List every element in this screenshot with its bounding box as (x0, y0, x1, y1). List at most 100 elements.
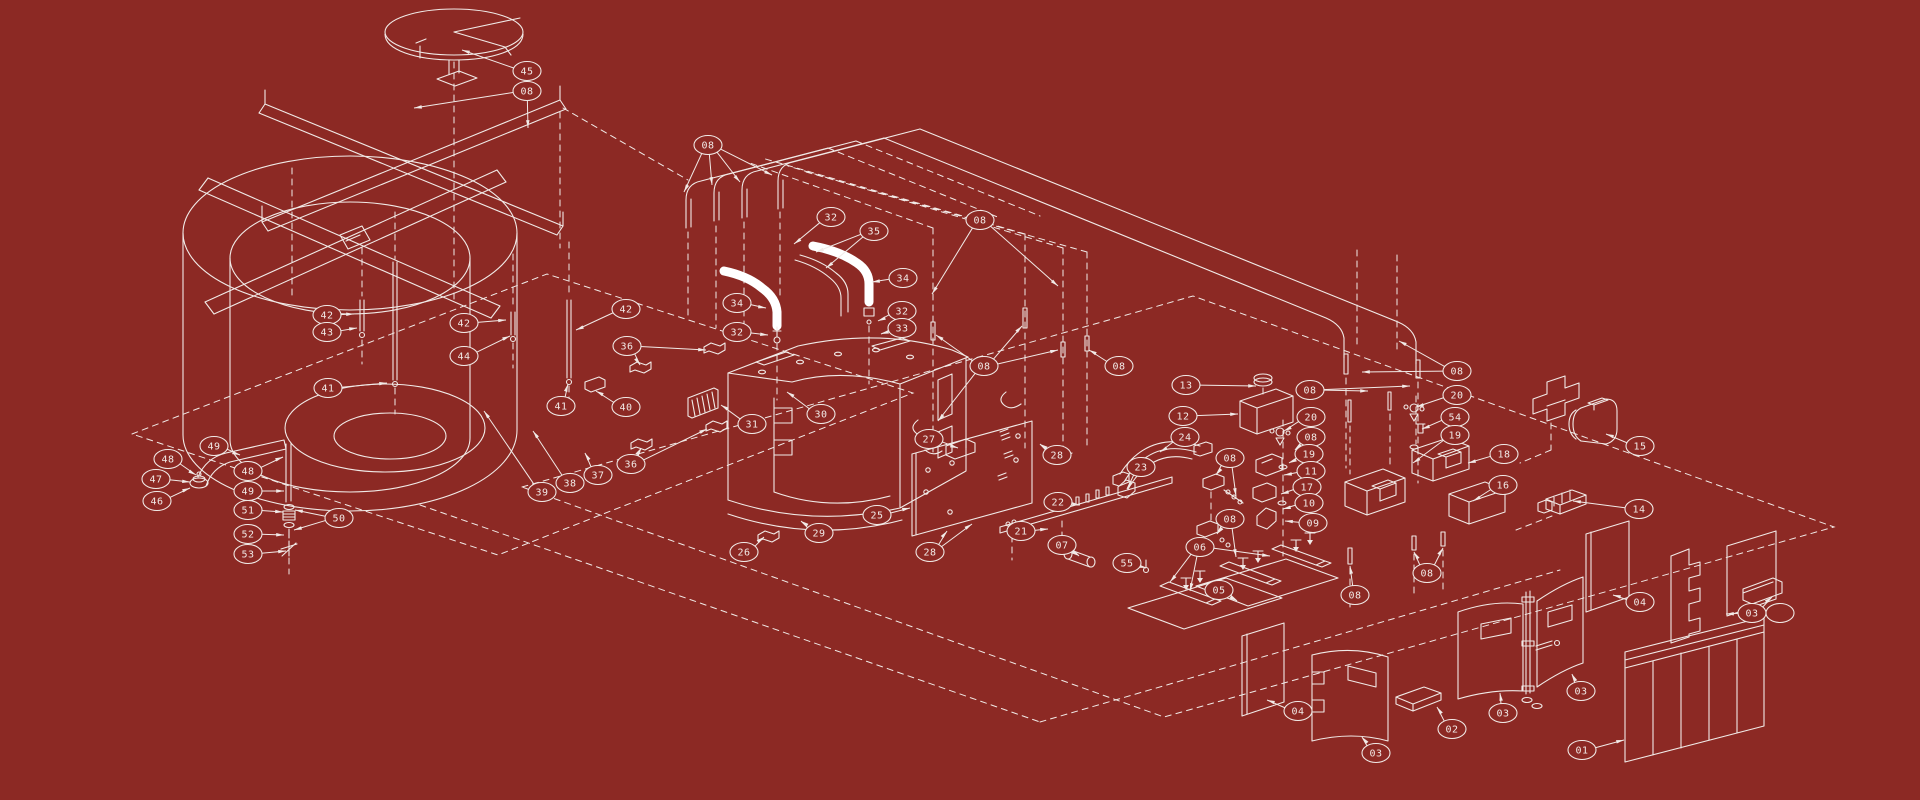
callout-balloon-14: 14 (1624, 498, 1654, 520)
callout-balloon-46: 46 (142, 490, 172, 512)
callout-number: 08 (1348, 591, 1361, 602)
callout-number: 20 (1450, 391, 1463, 402)
leader-line (1213, 547, 1271, 557)
callout-number: 32 (730, 328, 743, 339)
leader-arrowhead (596, 391, 604, 397)
callout-balloon-08: 08 (969, 355, 999, 377)
leader-arrowhead (1281, 490, 1289, 494)
leader-arrowhead (1040, 444, 1048, 450)
callout-balloon-08: 08 (965, 209, 995, 231)
callout-number: 29 (812, 529, 825, 540)
callout-number: 50 (332, 514, 345, 525)
leader-arrowhead (758, 304, 766, 309)
leader-arrowhead (1284, 425, 1292, 431)
callout-balloon-26: 26 (729, 541, 759, 563)
callout-number: 08 (1223, 454, 1236, 465)
leader-arrowhead (699, 429, 707, 434)
callout-balloon-24: 24 (1170, 426, 1200, 448)
callout-number: 09 (1306, 519, 1319, 530)
callout-number: 13 (1179, 381, 1192, 392)
leader-line (937, 372, 976, 422)
callout-number: 33 (895, 324, 908, 335)
callout-balloon-08: 08 (1215, 508, 1245, 530)
leader-line (1199, 384, 1257, 387)
leader-line (1216, 525, 1222, 535)
leader-arrowhead (1040, 527, 1048, 532)
callout-balloon-01: 01 (1567, 739, 1597, 761)
callout-balloon-32: 32 (816, 206, 846, 228)
callout-number: 44 (457, 352, 470, 363)
callout-number: 18 (1497, 450, 1510, 461)
leader-arrowhead (764, 170, 772, 175)
callout-balloon-08: 08 (1340, 584, 1370, 606)
callout-balloon-08: 08 (1442, 360, 1472, 382)
callout-balloon-08: 08 (1104, 355, 1134, 377)
leader-line (1572, 500, 1626, 509)
leader-arrowhead (498, 318, 506, 323)
callout-balloon-08: 08 (1412, 562, 1442, 584)
callout-balloon-10: 10 (1294, 492, 1324, 514)
callout-balloon-32: 32 (722, 321, 752, 343)
callout-balloon-53: 53 (233, 543, 263, 565)
callout-number: 30 (814, 410, 827, 421)
leader-arrowhead (881, 330, 889, 334)
callout-balloon-37: 37 (583, 464, 613, 486)
callout-number: 55 (1120, 559, 1133, 570)
callout-number: 03 (1745, 609, 1758, 620)
leader-arrowhead (1262, 553, 1270, 557)
callout-number: 34 (896, 274, 909, 285)
leader-arrowhead (188, 469, 196, 475)
callout-balloon-20: 20 (1296, 406, 1326, 428)
callout-balloon-08: 08 (512, 80, 542, 102)
callout-balloon-05: 05 (1204, 579, 1234, 601)
leader-arrowhead (787, 392, 795, 398)
callout-balloon-09: 09 (1298, 512, 1328, 534)
callout-balloon-28: 28 (915, 541, 945, 563)
callout-balloon-08: 08 (1295, 379, 1325, 401)
leader-arrowhead (1233, 488, 1237, 496)
leader-arrowhead (816, 247, 824, 252)
callout-balloon-03: 03 (1361, 742, 1391, 764)
leader-arrowhead (1606, 434, 1614, 439)
leader-line (719, 148, 773, 176)
leader-arrowhead (278, 549, 286, 554)
callout-number: 03 (1369, 749, 1382, 760)
callout-number: 01 (1575, 746, 1588, 757)
callout-number: 49 (207, 442, 220, 453)
callout-number: 08 (1304, 433, 1317, 444)
callout-number: 41 (321, 384, 334, 395)
callout-number: 08 (1112, 362, 1125, 373)
callout-balloon-49: 49 (233, 480, 263, 502)
callout-number: 04 (1291, 707, 1304, 718)
callout-number: 08 (1420, 569, 1433, 580)
callout-number: 46 (150, 497, 163, 508)
callout-balloon-34: 34 (722, 292, 752, 314)
leader-arrowhead (1089, 350, 1097, 356)
leader-line (640, 345, 707, 351)
leader-arrowhead (684, 184, 690, 192)
leader-arrowhead (950, 444, 958, 448)
callout-balloon-31: 31 (737, 413, 767, 435)
leader-arrowhead (1473, 495, 1481, 501)
enclosure (629, 337, 969, 531)
leader-arrowhead (1160, 446, 1168, 452)
leader-arrowhead (1072, 502, 1080, 506)
leader-arrowhead (1616, 740, 1624, 744)
callout-number: 53 (241, 550, 254, 561)
leader-arrowhead (1422, 424, 1430, 429)
callout-balloon-33: 33 (887, 317, 917, 339)
callout-balloon-07: 07 (1047, 534, 1077, 556)
gearmotor (1515, 375, 1618, 531)
callout-balloon-23: 23 (1126, 456, 1156, 478)
callout-number: 27 (922, 435, 935, 446)
leader-arrowhead (1572, 674, 1578, 682)
leader-arrowhead (462, 50, 470, 55)
leader-arrowhead (698, 347, 706, 352)
callout-balloon-08: 08 (693, 134, 723, 156)
leader-arrowhead (295, 509, 303, 514)
solenoid-valves (1252, 395, 1506, 609)
leader-arrowhead (1267, 700, 1275, 705)
floor-outline (130, 273, 1836, 723)
leader-arrowhead (346, 312, 354, 317)
callout-number: 20 (1304, 413, 1317, 424)
